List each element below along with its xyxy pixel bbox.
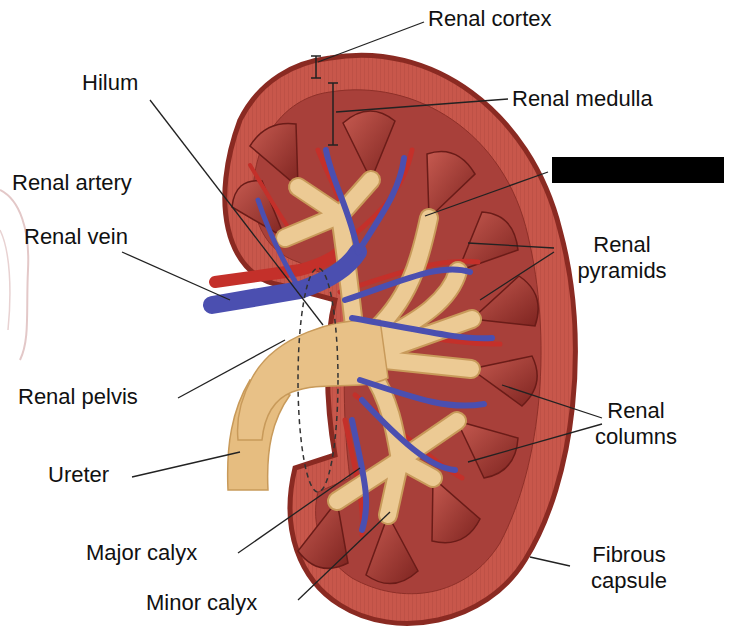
minor-calyx (285, 180, 371, 238)
leader-line (318, 22, 424, 62)
part-label: Renal columns (566, 398, 706, 450)
part-label: Hilum (82, 70, 138, 96)
body-outline (0, 230, 10, 330)
minor-calyx (285, 180, 371, 238)
cortex-bracket (311, 56, 321, 78)
vein-branch (358, 158, 404, 252)
renal-pyramid (427, 152, 475, 219)
vein-branch (360, 380, 484, 406)
vein-branch (326, 150, 358, 252)
renal-pyramid (366, 515, 418, 584)
vein-branch (352, 420, 366, 530)
leader-line (468, 385, 602, 462)
part-label: Renal pyramids (554, 232, 690, 284)
renal-pyramid (471, 356, 537, 406)
part-label: Fibrous capsule (566, 542, 692, 594)
part-label: Renal pelvis (18, 384, 138, 410)
leader-line (468, 243, 554, 300)
leader-line (530, 557, 570, 566)
part-label: Renal vein (24, 224, 128, 250)
medulla-bracket (328, 83, 338, 145)
leader-line (150, 100, 323, 325)
vein-branch (352, 318, 492, 338)
renal-pyramid (343, 111, 395, 180)
vein-branch (258, 200, 300, 290)
leader-line (132, 452, 240, 477)
part-label: Renal cortex (428, 6, 552, 32)
vein-branch (362, 400, 455, 470)
renal-cortex (225, 55, 576, 623)
leader-line (425, 172, 548, 216)
part-label: Major calyx (86, 540, 197, 566)
renal-pyramid (432, 478, 480, 543)
leader-line (122, 252, 230, 300)
part-label: Ureter (48, 462, 109, 488)
leader-line (178, 340, 285, 398)
hilum-outline (298, 268, 338, 492)
redacted-box (552, 157, 724, 183)
part-label: Minor calyx (146, 590, 257, 616)
leader-line (298, 512, 390, 600)
part-label: Renal artery (12, 170, 132, 196)
minor-calyx (370, 218, 472, 369)
minor-calyx (370, 218, 472, 369)
leader-line (336, 99, 508, 112)
artery-branch (250, 165, 290, 230)
body-outline (0, 190, 28, 360)
part-label: Renal medulla (512, 86, 653, 112)
vein-branch (345, 269, 470, 300)
renal-pyramid (298, 501, 348, 568)
leader-line (238, 468, 360, 553)
renal-pyramid (457, 421, 518, 478)
